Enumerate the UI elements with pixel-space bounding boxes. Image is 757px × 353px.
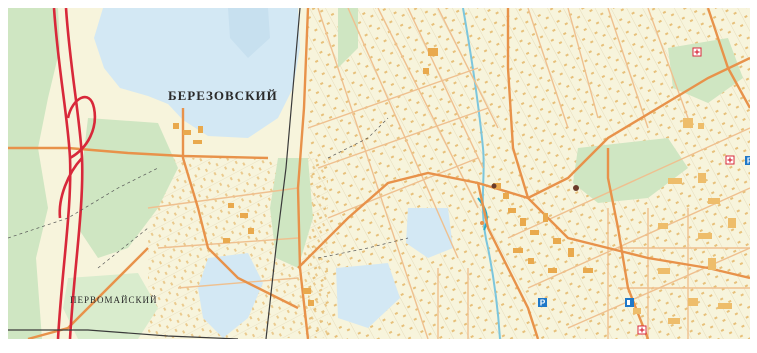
buildings-east [633, 118, 736, 324]
pond-south [198, 253, 263, 338]
svg-text:P: P [540, 299, 546, 308]
forest-west-2 [78, 118, 178, 258]
buildings-center [423, 48, 593, 273]
main-roads [8, 8, 750, 339]
footpaths [8, 117, 409, 269]
parking-icon[interactable]: P [538, 298, 547, 308]
forest-east [573, 138, 688, 203]
railway [8, 8, 301, 339]
church-icon[interactable] [491, 183, 580, 192]
forest-south [63, 273, 158, 339]
hospital-icon[interactable] [692, 47, 702, 57]
forest-central [270, 158, 313, 268]
reservoir-bay [228, 8, 270, 58]
forest-north [338, 8, 358, 68]
svg-text:P: P [747, 157, 750, 166]
secondary-streets [147, 8, 750, 339]
parking-icon[interactable]: P [745, 156, 750, 166]
highway [52, 8, 97, 339]
hospital-icon[interactable] [637, 325, 647, 335]
map-canvas[interactable]: P P [8, 8, 750, 339]
forest-west [8, 8, 60, 339]
pond-mid [336, 263, 400, 328]
fuel-station-icon[interactable] [625, 298, 634, 307]
buildings-west [173, 123, 314, 306]
district-label: ПЕРВОМАЙСКИЙ [70, 295, 158, 305]
river-branch [477, 197, 488, 231]
hospital-icon[interactable] [725, 155, 735, 165]
city-label: БЕРЕЗОВСКИЙ [168, 88, 278, 103]
map-frame[interactable]: P P БЕРЕЗОВСКИЙ ПЕРВОМАЙСКИЙ [8, 8, 750, 339]
road-junction-marker [480, 221, 484, 225]
